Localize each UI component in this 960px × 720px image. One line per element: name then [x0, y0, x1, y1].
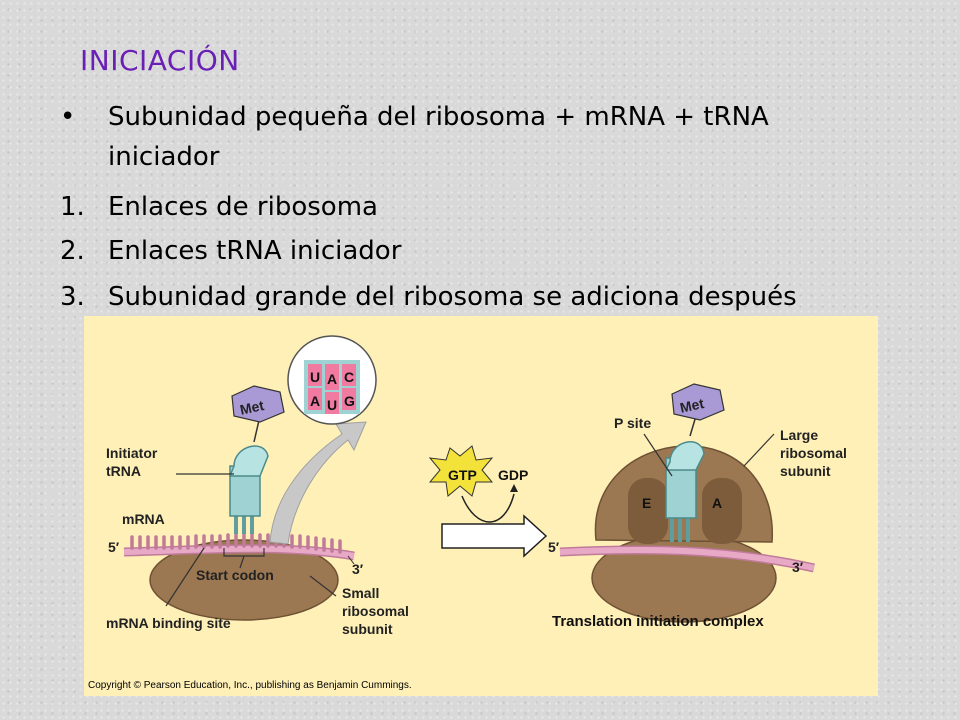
translation-initiation-figure: Met Initiator tRNA mRNA 5′ 3′ Start codo… — [84, 316, 878, 696]
large-subunit-label-line2: ribosomal — [780, 445, 847, 461]
mrna-strand-left — [123, 533, 355, 561]
large-subunit-label-line1: Large — [780, 427, 818, 443]
codon-bottom-u: U — [327, 397, 337, 413]
mrna-label: mRNA — [122, 511, 165, 527]
codon-anticodon-zoom: U A C A U G — [287, 335, 377, 425]
small-subunit-label-line3: subunit — [342, 621, 393, 637]
initiator-trna-left — [228, 415, 269, 534]
bullet-marker: • — [60, 102, 76, 132]
item-number: 2. — [60, 236, 85, 266]
codon-top-u: U — [310, 369, 320, 385]
three-prime-right: 3′ — [792, 559, 804, 575]
e-site-label: E — [642, 495, 651, 511]
copyright-notice: Copyright © Pearson Education, Inc., pub… — [88, 680, 412, 691]
reaction-arrow — [441, 514, 548, 558]
codon-top-a: A — [327, 371, 337, 387]
p-site-label: P site — [614, 415, 651, 431]
five-prime-left: 5′ — [108, 539, 120, 555]
met-badge-right — [671, 383, 725, 421]
small-subunit-label-line2: ribosomal — [342, 603, 409, 619]
item-number: 3. — [60, 282, 85, 312]
initiator-trna-label-line2: tRNA — [106, 463, 141, 479]
item-number: 1. — [60, 192, 85, 222]
gtp-star — [428, 445, 494, 497]
met-label-right: Met — [678, 395, 705, 416]
bullet-text-line2: iniciador — [108, 142, 220, 172]
item-text: Subunidad grande del ribosoma se adicion… — [108, 282, 797, 312]
met-badge-left — [231, 385, 285, 423]
item-text: Enlaces tRNA iniciador — [108, 236, 402, 266]
bullet-text-line1: Subunidad pequeña del ribosoma + mRNA + … — [108, 102, 769, 132]
start-codon-label: Start codon — [196, 567, 274, 583]
zoom-arrow — [269, 421, 367, 545]
small-subunit-label-line1: Small — [342, 585, 379, 601]
gdp-label: GDP — [498, 467, 528, 483]
a-site-label: A — [712, 495, 722, 511]
initiator-trna-label-line1: Initiator — [106, 445, 158, 461]
five-prime-right: 5′ — [548, 539, 560, 555]
item-text: Enlaces de ribosoma — [108, 192, 378, 222]
gtp-hydrolysis-arrow — [461, 493, 515, 523]
gtp-label: GTP — [448, 467, 477, 483]
large-subunit-label-line3: subunit — [780, 463, 831, 479]
mrna-binding-site-label: mRNA binding site — [106, 615, 231, 631]
codon-bottom-g: G — [344, 393, 355, 409]
mrna-strand-right — [559, 545, 815, 573]
met-label-left: Met — [238, 397, 265, 418]
slide-title: INICIACIÓN — [80, 44, 240, 77]
initiator-trna-right — [664, 415, 705, 542]
three-prime-left: 3′ — [352, 561, 364, 577]
codon-top-c: C — [344, 369, 354, 385]
codon-bottom-a: A — [310, 393, 320, 409]
translation-initiation-complex-label: Translation initiation complex — [552, 613, 764, 630]
